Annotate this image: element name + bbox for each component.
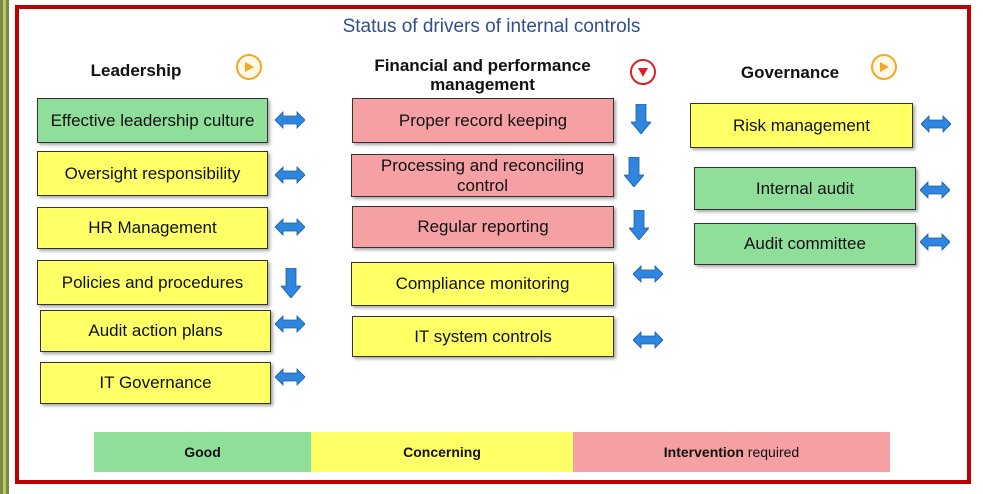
diagram-title: Status of drivers of internal controls: [342, 16, 641, 37]
driver-it-system-controls: IT system controls: [352, 316, 614, 357]
steady-arrow-icon: [275, 166, 305, 184]
steady-arrow-icon: [633, 265, 663, 283]
steady-arrow-icon: [921, 115, 951, 133]
legend-good: Good: [94, 432, 311, 472]
column-heading-governance: Governance: [740, 63, 840, 82]
legend-intervention-suffix: required: [743, 444, 800, 460]
legend-intervention: Intervention required: [573, 432, 890, 472]
driver-audit-action-plans: Audit action plans: [40, 310, 271, 352]
column-heading-financial: Financial and performance management: [374, 56, 591, 94]
driver-policies-and-procedures: Policies and procedures: [37, 260, 268, 305]
steady-arrow-icon: [275, 218, 305, 236]
down-arrow-icon: [281, 268, 301, 298]
left-decorative-strip: [0, 0, 9, 494]
driver-compliance-monitoring: Compliance monitoring: [351, 262, 614, 306]
driver-audit-committee: Audit committee: [694, 223, 916, 265]
down-arrow-icon: [624, 157, 644, 187]
driver-regular-reporting: Regular reporting: [352, 206, 614, 248]
right-arrow-circle-icon: [871, 54, 897, 80]
legend-concerning-label: Concerning: [403, 444, 481, 460]
down-arrow-icon: [629, 210, 649, 240]
down-arrow-circle-icon: [630, 59, 656, 85]
column-heading-leadership: Leadership: [90, 61, 182, 80]
legend-good-label: Good: [184, 444, 221, 460]
legend-concerning: Concerning: [311, 432, 573, 472]
steady-arrow-icon: [633, 331, 663, 349]
driver-risk-management: Risk management: [690, 103, 913, 148]
steady-arrow-icon: [920, 181, 950, 199]
legend-intervention-label: Intervention: [663, 444, 744, 460]
driver-it-governance: IT Governance: [40, 362, 271, 404]
driver-internal-audit: Internal audit: [694, 167, 916, 210]
driver-proper-record-keeping: Proper record keeping: [352, 98, 614, 143]
steady-arrow-icon: [275, 368, 305, 386]
driver-effective-leadership-culture: Effective leadership culture: [37, 98, 268, 143]
down-arrow-icon: [631, 104, 651, 134]
driver-hr-management: HR Management: [37, 207, 268, 249]
steady-arrow-icon: [275, 315, 305, 333]
driver-processing-and-reconciling-control: Processing and reconciling control: [351, 154, 614, 197]
driver-oversight-responsibility: Oversight responsibility: [37, 151, 268, 196]
right-arrow-circle-icon: [236, 54, 262, 80]
steady-arrow-icon: [920, 233, 950, 251]
steady-arrow-icon: [275, 111, 305, 129]
